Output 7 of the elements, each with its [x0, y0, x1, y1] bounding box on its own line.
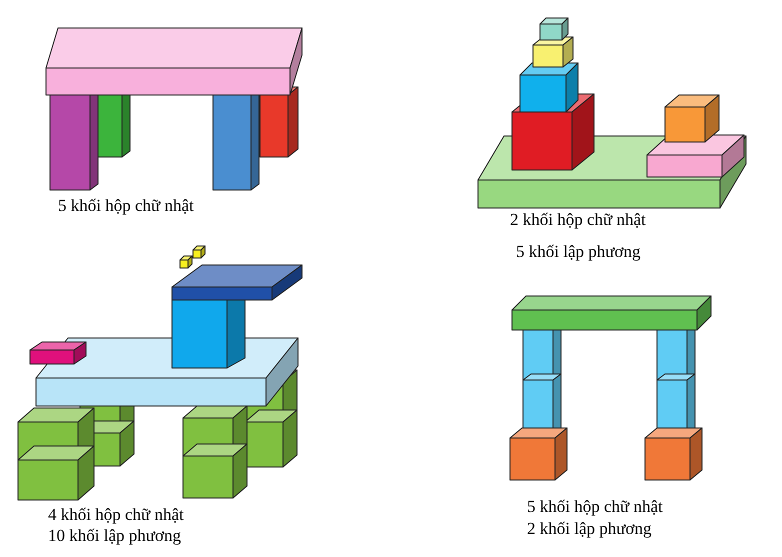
caption: 5 khối hộp chữ nhật [58, 196, 194, 216]
caption: 5 khối hộp chữ nhật [527, 497, 663, 517]
caption: 2 khối hộp chữ nhật [510, 210, 646, 230]
caption: 5 khối lập phương [516, 242, 640, 262]
caption: 4 khối hộp chữ nhật [48, 505, 184, 525]
caption: 2 khối lập phương [527, 519, 652, 539]
caption: 10 khối lập phương [48, 526, 181, 546]
